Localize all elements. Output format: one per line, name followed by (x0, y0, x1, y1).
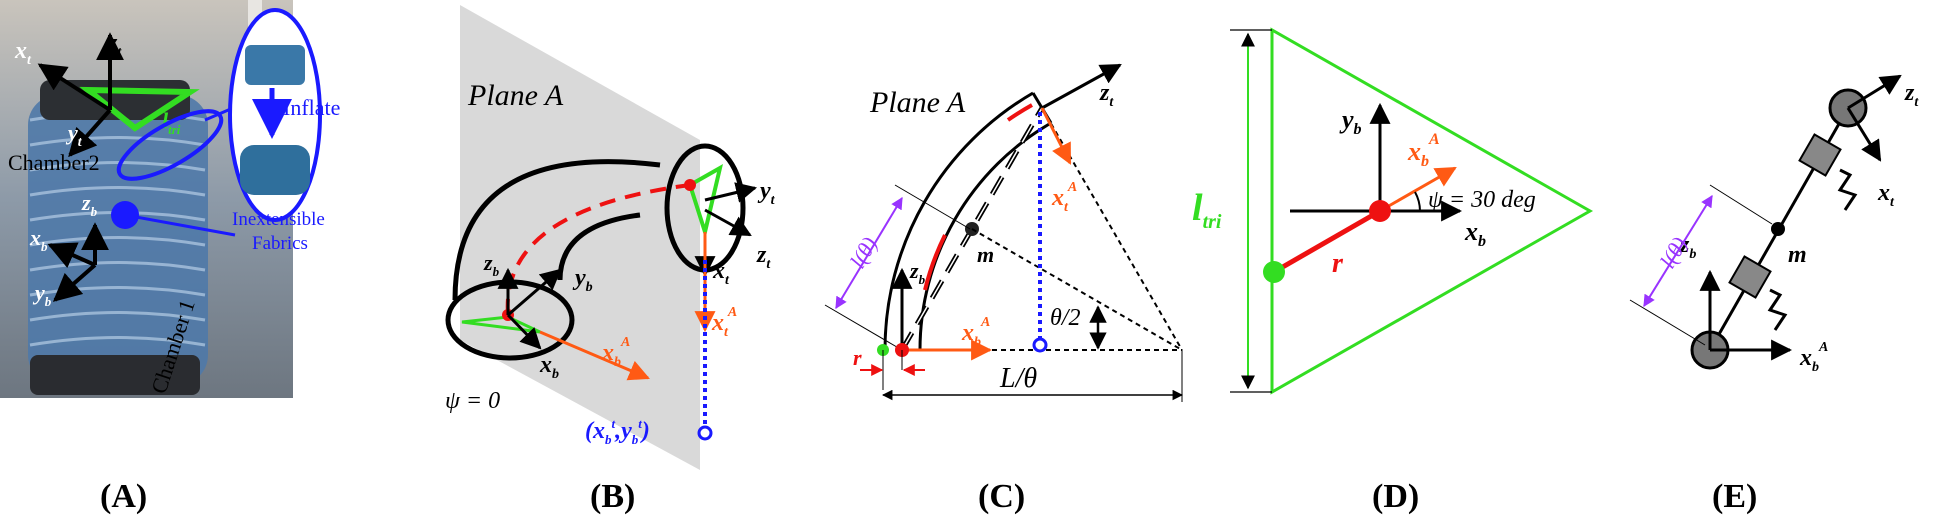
tri-plate (1270, 27, 1594, 395)
zb-label-c: zb (909, 258, 926, 287)
red-arc-2 (1006, 103, 1033, 122)
zb-label-b: zb (483, 250, 500, 279)
xbA-label-d: xbA (1407, 131, 1440, 170)
yb-label-d: yb (1339, 105, 1362, 138)
xbA-label-c: xbA (961, 315, 990, 350)
half-angle-label-c: θ/2 (1050, 305, 1080, 331)
projection-label-b: (xbt,ybt) (585, 416, 650, 447)
lower-spring-damper (1728, 255, 1788, 331)
upper-spring-damper (1798, 133, 1858, 211)
yt-label: yt (65, 120, 83, 150)
ltri-label-d: ltri (1192, 187, 1222, 233)
xtA-label-c: xtA (1051, 180, 1077, 215)
fabric-inflated-image (240, 145, 310, 195)
zt-label: zt (107, 30, 122, 60)
L-theta-label-c: L/θ (999, 363, 1037, 394)
xbA-label-b: xbA (601, 335, 630, 370)
r-label-c: r (853, 345, 862, 370)
red-arc-1 (923, 234, 947, 291)
m-label-e: m (1788, 242, 1807, 268)
zt-label-e: zt (1904, 80, 1919, 110)
xb-label: xb (29, 225, 48, 254)
fabrics-label-1: Inextensible (232, 209, 325, 230)
inflate-label: Inflate (283, 95, 340, 120)
yb-label: yb (32, 280, 52, 309)
xt-label: xt (14, 38, 32, 68)
panel-e: m zt xt zb xbA l(θ) (E) (1629, 74, 1919, 515)
zt-label-c: zt (1099, 80, 1114, 110)
psi-label-d: ψ = 30 deg (1428, 187, 1536, 213)
caption-e: (E) (1712, 478, 1757, 515)
panel-b: Plane A zb yb xb xbA ψ = 0 yt zt xt xtA … (445, 5, 776, 515)
arc-outer (883, 91, 1034, 351)
r-label-d: r (1332, 248, 1344, 279)
top-tri (687, 164, 723, 240)
plane-a-label-c: Plane A (869, 86, 966, 119)
caption-b: (B) (590, 478, 635, 515)
yb-label-b: yb (572, 265, 593, 295)
zb-label: zb (81, 190, 98, 219)
xtA-label-b: xtA (711, 305, 737, 340)
xt-label-b: xt (712, 258, 730, 288)
caption-c: (C) (978, 478, 1025, 515)
tube-inner-edge (557, 212, 641, 281)
caption-a: (A) (100, 478, 147, 515)
mass-m (1771, 222, 1785, 236)
m-label-c: m (977, 242, 994, 267)
xbA-label-e: xbA (1799, 340, 1828, 375)
xb-label-b: xb (539, 352, 559, 382)
xt-label-e: xt (1877, 180, 1895, 210)
tube-outer-edge (452, 159, 661, 301)
bottom-tri (461, 315, 541, 334)
panel-a: zt xt yt ltri Chamber2 Inflate Inextensi… (0, 0, 340, 515)
xb-label-d: xb (1464, 217, 1486, 250)
actuator-body (28, 95, 208, 385)
zt-label-b: zt (756, 242, 771, 272)
radius-line-d (1272, 208, 1382, 275)
fabric-deflated-image (245, 45, 305, 85)
ltri-label: ltri (162, 108, 181, 137)
fabrics-label-2: Fabrics (252, 233, 308, 254)
psi-label-b: ψ = 0 (445, 388, 500, 414)
fabric-callout-small (116, 109, 224, 181)
plane-a-label-b: Plane A (467, 79, 564, 112)
caption-d: (D) (1372, 478, 1419, 515)
yt-label-b: yt (757, 178, 776, 208)
bottom-plate (30, 355, 200, 395)
panel-d: ltri yb xbA ψ = 30 deg xb r (D) (1192, 27, 1594, 515)
panel-c: Plane A m zt xtA l(θ) zb xbA r θ/2 L/θ (… (824, 63, 1184, 515)
chamber2-label: Chamber2 (8, 150, 100, 175)
